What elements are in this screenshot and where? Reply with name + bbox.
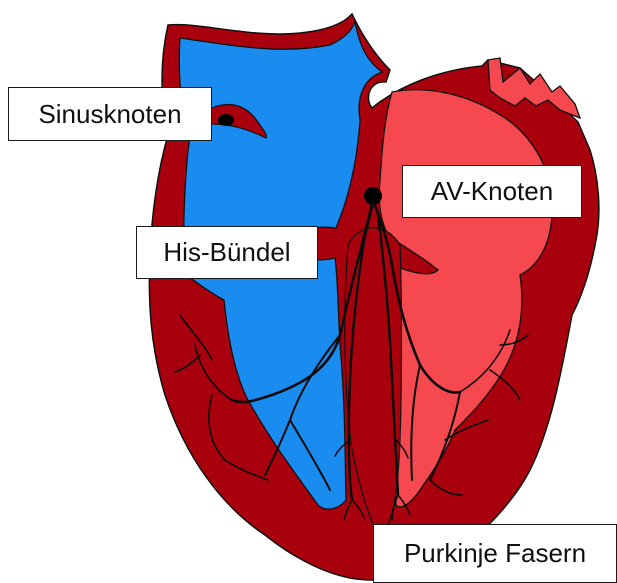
label-sinusknoten: Sinusknoten [8, 87, 212, 141]
label-purkinje-fasern: Purkinje Fasern [373, 524, 617, 583]
sinus-node-marker [218, 114, 234, 126]
label-av-knoten: AV-Knoten [402, 165, 582, 218]
label-his-buendel: His-Bündel [136, 226, 318, 279]
